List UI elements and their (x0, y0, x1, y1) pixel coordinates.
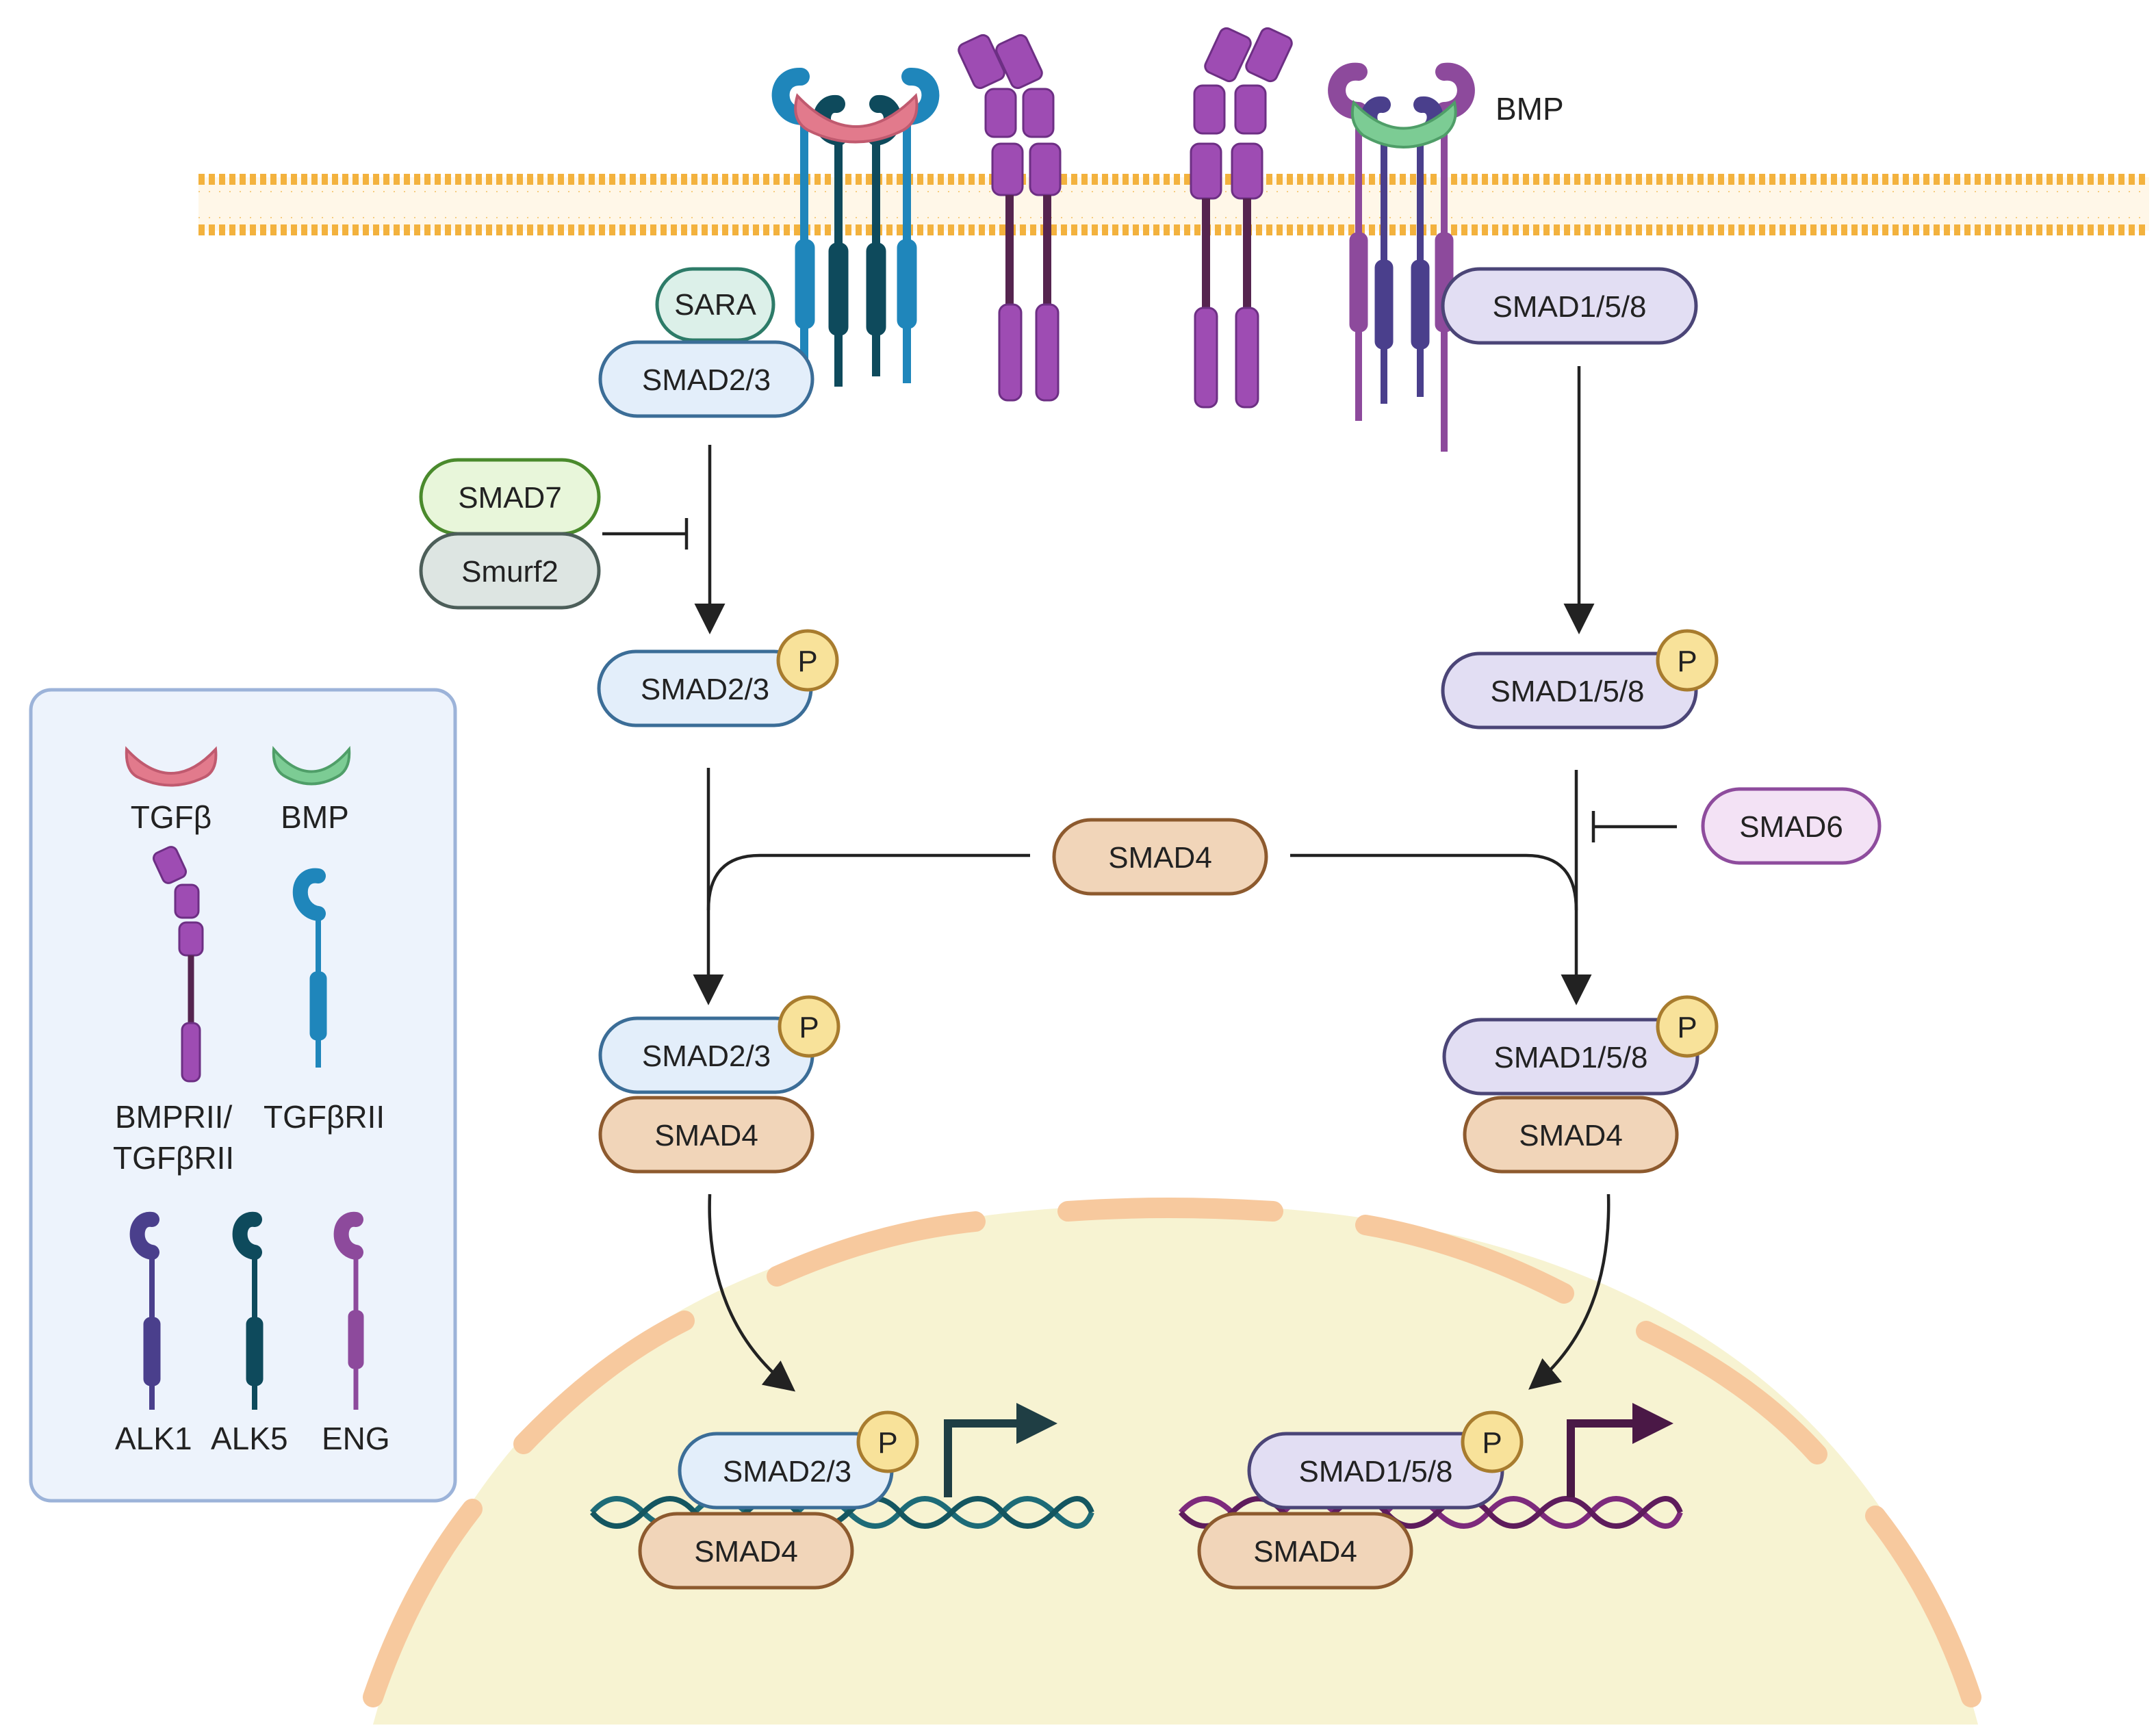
smad23-complex-label: SMAD2/3 (642, 1040, 771, 1073)
smad4-complex-left-label: SMAD4 (654, 1119, 758, 1152)
legend-tgfbrii-icon (292, 868, 327, 1068)
legend-tgfb-label: TGFβ (131, 799, 211, 835)
phospho-badge (776, 629, 839, 692)
bmprii-dimer-right (1190, 27, 1293, 409)
phospho-label: P (1482, 1426, 1502, 1460)
bmp-ligand (1350, 100, 1457, 149)
sara-label: SARA (674, 288, 756, 322)
smad4-cytoplasm-label: SMAD4 (1108, 841, 1212, 875)
arrow-smad158-nuclear-import (1528, 1193, 1610, 1390)
legend: TGFβ BMP BMPRII/ TGFβRII TGFβRII (29, 688, 457, 1503)
smad158-complex-label: SMAD1/5/8 (1494, 1041, 1648, 1074)
bmp-receptor-complex: BMP (1328, 62, 1564, 452)
nuclear-smad23-label: SMAD2/3 (723, 1455, 851, 1488)
smad23-phosphorylated: SMAD2/3 P (597, 629, 839, 727)
legend-alk1-label: ALK1 (115, 1421, 192, 1456)
legend-tgfbrii-label: TGFβRII (264, 1099, 385, 1135)
smad4-complex-right-label: SMAD4 (1519, 1119, 1623, 1152)
legend-bmp-label: BMP (281, 799, 349, 835)
alk1-receptor (1361, 96, 1443, 404)
smad158-membrane: SMAD1/5/8 (1441, 267, 1698, 345)
smad6-protein: SMAD6 (1701, 787, 1882, 865)
legend-eng-label: ENG (322, 1421, 390, 1456)
bmprii-dimer-left (958, 34, 1062, 402)
smad23-membrane-label: SMAD2/3 (642, 363, 771, 397)
smad4-cytoplasm: SMAD4 (1052, 818, 1268, 896)
legend-alk5-icon (232, 1211, 264, 1410)
legend-box (29, 688, 457, 1503)
legend-tgfb-ligand (125, 746, 218, 787)
phospho-badge (1461, 1410, 1524, 1473)
nuclear-smad4-left-label: SMAD4 (694, 1535, 798, 1568)
legend-bmp-ligand (272, 745, 351, 786)
phospho-label: P (1677, 1011, 1697, 1044)
tgfb-ligand (794, 92, 919, 144)
legend-bmprii-label-line2: TGFβRII (113, 1140, 234, 1176)
smad23-smad4-complex: SMAD2/3 P SMAD4 (598, 995, 840, 1174)
arrow-smad4-to-smad158 (1290, 853, 1578, 911)
phospho-badge (1656, 995, 1719, 1058)
phospho-label: P (877, 1426, 897, 1460)
legend-eng-icon (333, 1211, 364, 1410)
legend-alk1-icon (129, 1211, 161, 1410)
sara-protein: SARA (655, 267, 775, 342)
pathway-arrows (602, 366, 1677, 1392)
phospho-label: P (797, 645, 817, 678)
phospho-badge (856, 1410, 919, 1473)
smad158-membrane-label: SMAD1/5/8 (1493, 290, 1647, 324)
legend-alk5-label: ALK5 (211, 1421, 288, 1456)
nucleus (363, 1198, 1981, 1725)
smurf2-protein: Smurf2 (419, 532, 601, 610)
phospho-label: P (799, 1011, 819, 1044)
smurf2-label: Smurf2 (461, 555, 559, 589)
nuclear-smad4-right-label: SMAD4 (1253, 1535, 1357, 1568)
smad7-protein: SMAD7 (419, 458, 601, 536)
smad158-phosphorylated: SMAD1/5/8 P (1441, 629, 1719, 730)
phospho-label: P (1677, 645, 1697, 678)
legend-bmprii-icon (153, 846, 204, 1083)
smad158-smad4-complex: SMAD1/5/8 P SMAD4 (1442, 995, 1719, 1174)
legend-bmprii-label-line1: BMPRII/ (115, 1099, 232, 1135)
smad7-label: SMAD7 (458, 481, 562, 515)
smad23-membrane: SMAD2/3 (598, 340, 814, 418)
bmp-ligand-label: BMP (1496, 91, 1564, 127)
nuclear-smad23-complex: SMAD2/3 P SMAD4 (638, 1410, 919, 1590)
smad23-phospho-label: SMAD2/3 (641, 673, 769, 706)
phospho-badge (1656, 629, 1719, 692)
transcription-start-right (1567, 1403, 1673, 1497)
cell-membrane (198, 174, 2149, 235)
phospho-badge (778, 995, 840, 1058)
smad6-label: SMAD6 (1739, 810, 1843, 844)
smad158-phospho-label: SMAD1/5/8 (1491, 675, 1645, 708)
nucleus-body (373, 1204, 1978, 1725)
alk5-receptor (813, 95, 901, 387)
arrow-smad4-to-smad23 (706, 853, 1030, 911)
transcription-start-left (944, 1403, 1057, 1497)
nuclear-smad158-complex: SMAD1/5/8 P SMAD4 (1197, 1410, 1524, 1590)
nuclear-smad158-label: SMAD1/5/8 (1299, 1455, 1453, 1488)
nuclear-envelope (363, 1198, 1981, 1707)
arrow-smad23-nuclear-import (708, 1193, 796, 1392)
tgfb-receptor-complex (771, 68, 940, 387)
